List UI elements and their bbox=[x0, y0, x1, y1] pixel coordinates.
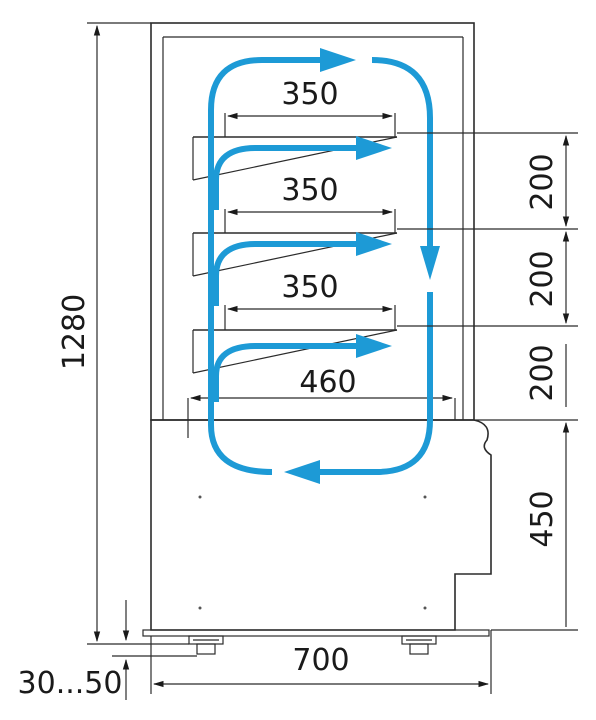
middle-shelf-spacing-label: 200 bbox=[525, 250, 560, 307]
base-deck bbox=[187, 398, 456, 438]
leg-adjustment-label: 30...50 bbox=[18, 666, 123, 701]
overall-height-dimension: 1280 bbox=[57, 22, 189, 645]
base-deck-dimension: 460 bbox=[189, 365, 454, 402]
right-dimension-chain: 200 200 200 450 bbox=[397, 132, 578, 631]
top-shelf-spacing-label: 200 bbox=[525, 153, 560, 210]
width-dimension: 700 bbox=[150, 630, 492, 694]
width-label: 700 bbox=[292, 643, 349, 678]
shelf-1-dimension: 350 bbox=[224, 77, 396, 137]
shelf-2-dimension: 350 bbox=[224, 173, 396, 233]
shelf-1-depth-label: 350 bbox=[281, 77, 338, 112]
leg-right bbox=[401, 635, 437, 655]
bottom-shelf-spacing-label: 200 bbox=[525, 344, 560, 401]
leg-left bbox=[188, 635, 224, 655]
shelf-2-depth-label: 350 bbox=[281, 173, 338, 208]
shelf-3-dimension: 350 bbox=[224, 270, 396, 330]
base-cabinet bbox=[142, 419, 492, 637]
leg-adjustment-dimension: 30...50 bbox=[18, 600, 197, 701]
base-height-label: 450 bbox=[525, 490, 560, 547]
overall-height-label: 1280 bbox=[57, 294, 92, 370]
airflow-arrows bbox=[208, 48, 440, 484]
base-deck-depth-label: 460 bbox=[299, 365, 356, 400]
shelf-3-depth-label: 350 bbox=[281, 270, 338, 305]
